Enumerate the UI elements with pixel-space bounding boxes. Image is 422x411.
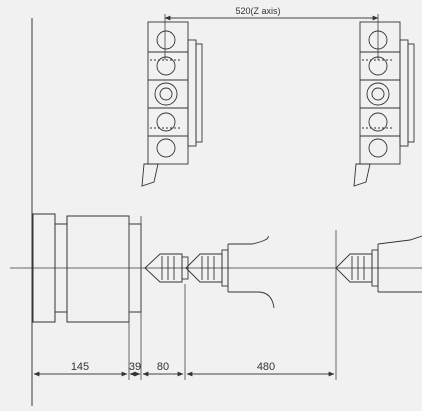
- turret-right: [353, 21, 415, 187]
- dim-label-39: 39: [129, 361, 141, 373]
- frame-lines: [10, 18, 422, 406]
- dim-label-80: 80: [157, 361, 169, 373]
- center-tool-3: [335, 235, 422, 293]
- dim-label-480: 480: [257, 361, 275, 373]
- dimension-extension-lines: [128, 216, 337, 380]
- dim-label-145: 145: [71, 361, 89, 373]
- z-axis-label: 520(Z axis): [235, 6, 280, 16]
- center-tool-1: [144, 253, 189, 283]
- z-axis-dimension: 520(Z axis): [164, 6, 379, 60]
- center-tool-2: [185, 235, 275, 309]
- turret-left: [141, 21, 203, 187]
